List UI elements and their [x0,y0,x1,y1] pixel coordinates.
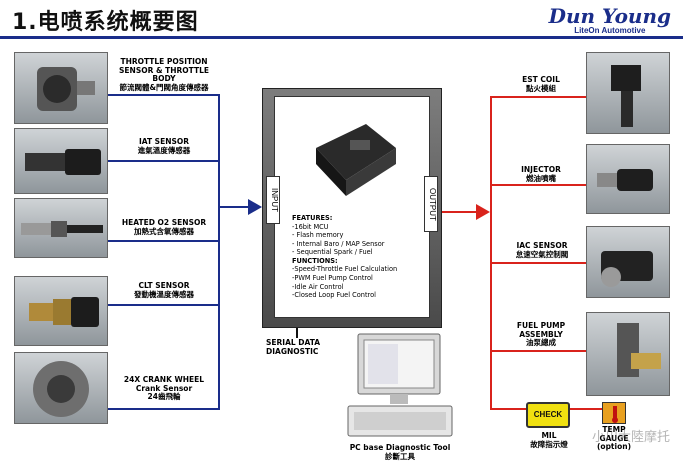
fuel-pump-label-cn: 油泵總成 [526,338,556,348]
output-line-iac [490,262,586,264]
input-line-crank [108,408,220,410]
ignition-coil-photo [586,52,670,134]
crank-wheel-label: 24X CRANK WHEEL Crank Sensor 24齒飛輪 [112,375,216,402]
est-coil-label-cn: 點火模組 [526,83,556,93]
output-bus-vertical [490,96,492,410]
temp-gauge-label-line2: GAUGE [599,433,629,443]
pc-tool-label-en: PC base Diagnostic Tool [349,443,451,452]
injector-label: INJECTOR 燃油噴嘴 [506,165,576,183]
features-title: FEATURES: [292,214,333,222]
o2-sensor-photo [14,198,108,258]
ecu-module-image [316,124,396,196]
iat-sensor-label: IAT SENSOR 進氣溫度傳感器 [112,137,216,155]
function-item: -Closed Loop Fuel Control [292,291,376,300]
fuel-pump-label-en2: ASSEMBLY [519,329,563,339]
crank-wheel-label-cn2: 24齒飛輪 [147,392,181,402]
ecu-output-label: OUTPUT [424,176,438,232]
functions-title: FUNCTIONS: [292,256,338,265]
iac-sensor-label-en: IAC SENSOR [516,241,568,250]
mil-label-cn: 故障指示燈 [530,439,568,449]
iat-sensor-label-cn: 進氣溫度傳感器 [137,145,191,155]
input-line-iat [108,160,220,162]
clt-sensor-label-en: CLT SENSOR [138,281,190,290]
page-title: 1.电喷系统概要图 [12,10,199,35]
mil-label: MIL 故障指示燈 [514,431,584,449]
o2-sensor-label-cn: 加熱式含氧傳感器 [134,226,194,236]
injector-label-cn: 燃油噴嘴 [526,173,556,183]
throttle-body-photo [14,52,108,124]
ecu-features-block: FEATURES: -16bit MCU - Flash memory - In… [292,214,437,300]
output-bus-arrow-line [442,211,478,213]
output-line-injector [490,184,586,186]
brand-name: Dun Young [548,4,671,28]
output-line-coil [490,96,586,98]
serial-data-label: SERIAL DATA DIAGNOSTIC [266,338,346,356]
injector-photo [586,144,670,214]
output-line-fuel-pump [490,350,586,352]
crank-wheel-label-cn: Crank Sensor [135,383,193,393]
function-item: -Speed-Throttle Fuel Calculation [292,265,398,274]
function-item: -Idle Air Control [292,282,344,291]
pc-tool-label-cn: 診斷工具 [385,451,415,461]
throttle-sensor-label-en: THROTTLE POSITION SENSOR & THROTTLE BODY [119,57,209,84]
input-arrow-icon [248,199,262,215]
input-line-throttle [108,94,220,96]
mil-check-icon: CHECK [526,402,570,428]
title-rule [0,36,683,39]
iat-sensor-photo [14,128,108,194]
feature-item: - Flash memory [292,231,344,240]
serial-data-label-line2: DIAGNOSTIC [266,346,319,356]
temp-gauge-label: TEMP GAUGE (option) [586,425,642,452]
temp-gauge-label-line3: (option) [596,442,632,452]
clt-sensor-label-cn: 發動機溫度傳感器 [134,289,194,299]
brand-subtitle: LiteOn Automotive [574,26,646,35]
clt-sensor-photo [14,276,108,346]
input-line-o2 [108,240,220,242]
input-bus-vertical [218,94,220,410]
iat-sensor-label-en: IAT SENSOR [138,137,190,146]
o2-sensor-label: HEATED O2 SENSOR 加熱式含氧傳感器 [112,218,216,236]
est-coil-label-en: EST COIL [522,75,560,84]
feature-item: - Internal Baro / MAP Sensor [292,239,385,248]
temp-gauge-label-line1: TEMP [602,425,626,434]
serial-data-label-line1: SERIAL DATA [266,338,321,347]
brand-logo: Dun Young LiteOn Automotive [549,4,671,35]
input-line-clt [108,304,220,306]
ecu-input-label: INPUT [266,176,280,224]
est-coil-label: EST COIL 點火模組 [506,75,576,93]
temp-gauge-icon [602,402,626,424]
output-arrow-icon [476,204,490,220]
injector-label-en: INJECTOR [521,165,561,174]
crank-wheel-photo [14,352,108,424]
pc-tool-label: PC base Diagnostic Tool 診斷工具 [330,443,470,461]
iac-sensor-label: IAC SENSOR 怠速空氣控制閥 [504,241,580,259]
fuel-pump-label: FUEL PUMP ASSEMBLY 油泵總成 [506,321,576,348]
clt-sensor-label: CLT SENSOR 發動機溫度傳感器 [112,281,216,299]
iac-sensor-label-cn: 怠速空氣控制閥 [515,249,569,259]
input-bus-arrow-line [218,206,250,208]
o2-sensor-label-en: HEATED O2 SENSOR [121,218,207,227]
ecu-title: ECU控制單元 [323,100,381,110]
iac-valve-photo [586,226,670,298]
fuel-pump-label-en: FUEL PUMP [516,321,566,330]
mil-check-badge: CHECK [533,410,563,419]
function-item: -PWM Fuel Pump Control [292,273,373,282]
fuel-pump-photo [586,312,670,396]
feature-item: -16bit MCU [292,222,329,231]
mil-label-en: MIL [541,431,557,440]
feature-item: - Sequential Spark / Fuel [292,248,373,257]
pc-diagnostic-icon [347,333,453,437]
throttle-sensor-label: THROTTLE POSITION SENSOR & THROTTLE BODY… [112,57,216,93]
throttle-sensor-label-cn: 節流閥體&門閥角度傳感器 [119,82,209,92]
crank-wheel-label-en: 24X CRANK WHEEL [123,375,205,384]
serial-connector-line [296,328,298,338]
watermark-text: 小川大陸摩托 [591,430,670,445]
